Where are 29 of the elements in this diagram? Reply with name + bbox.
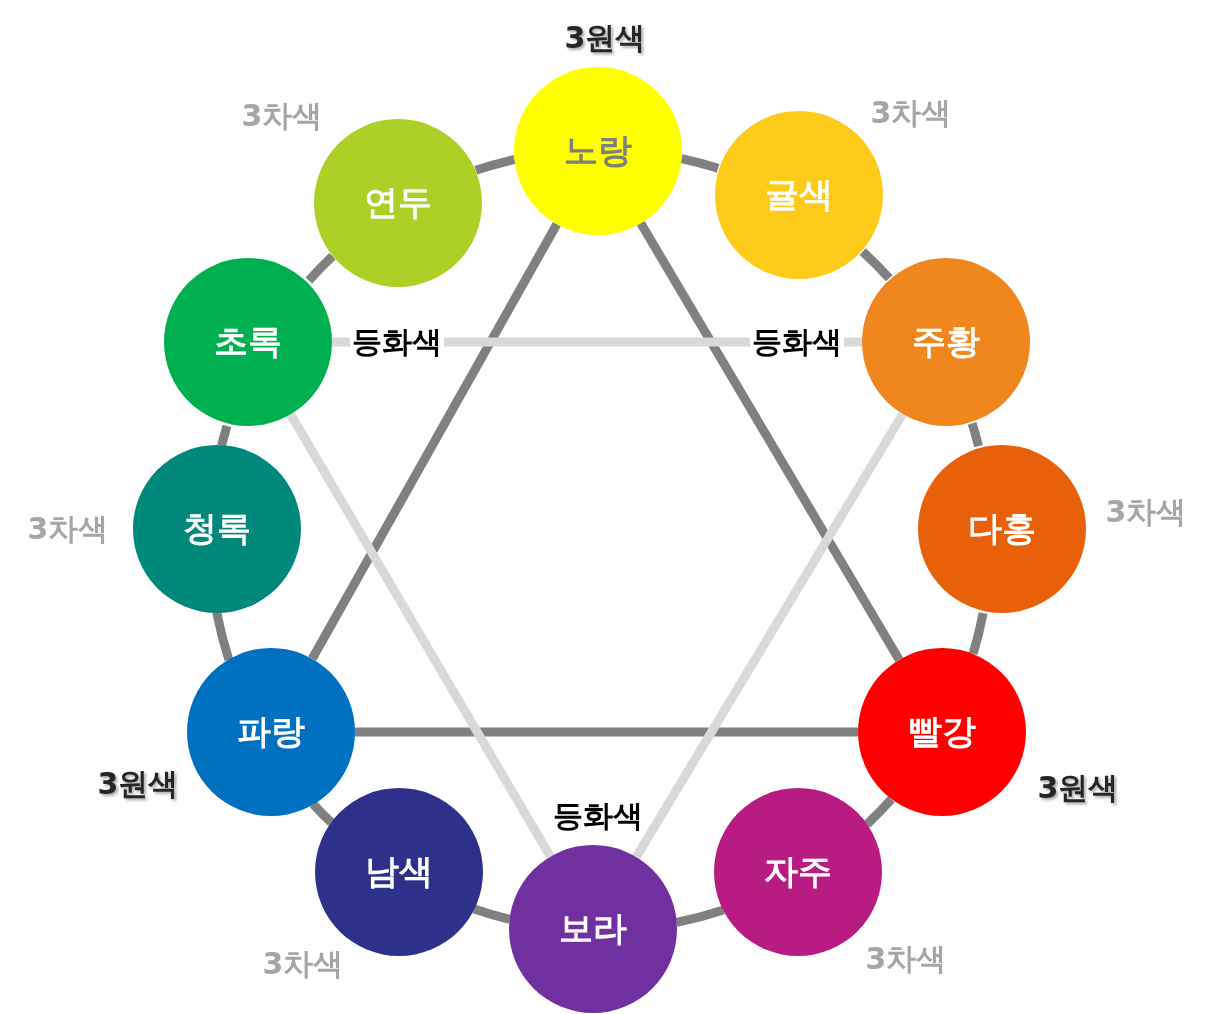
color-name: 청록	[183, 507, 251, 550]
color-name: 귤색	[765, 173, 833, 216]
color-name: 초록	[214, 320, 282, 363]
color-name: 보라	[559, 907, 627, 950]
connector-line	[308, 222, 561, 661]
connector-line	[632, 411, 907, 860]
ring-line	[968, 612, 988, 655]
ring-line	[309, 801, 335, 826]
connector-line	[286, 412, 555, 859]
ring-line	[474, 155, 516, 175]
color-name: 주황	[912, 320, 980, 363]
ring-line	[859, 248, 893, 282]
color-name: 다홍	[968, 507, 1036, 550]
color-name: 파랑	[237, 710, 305, 753]
color-name: 남색	[365, 850, 433, 893]
color-name: 자주	[764, 850, 832, 893]
ring-line	[863, 796, 895, 828]
ring-line	[675, 905, 725, 927]
color-name: 노랑	[564, 129, 632, 172]
ring-line	[305, 252, 336, 284]
color-name: 빨강	[908, 710, 976, 753]
connector-line	[355, 727, 858, 737]
ring-line	[472, 904, 511, 924]
connector-line	[636, 221, 904, 662]
ring-line	[212, 611, 234, 662]
ring-line	[680, 154, 720, 173]
ring-line	[967, 422, 983, 448]
ring-line	[217, 424, 232, 447]
color-name: 연두	[364, 181, 432, 224]
